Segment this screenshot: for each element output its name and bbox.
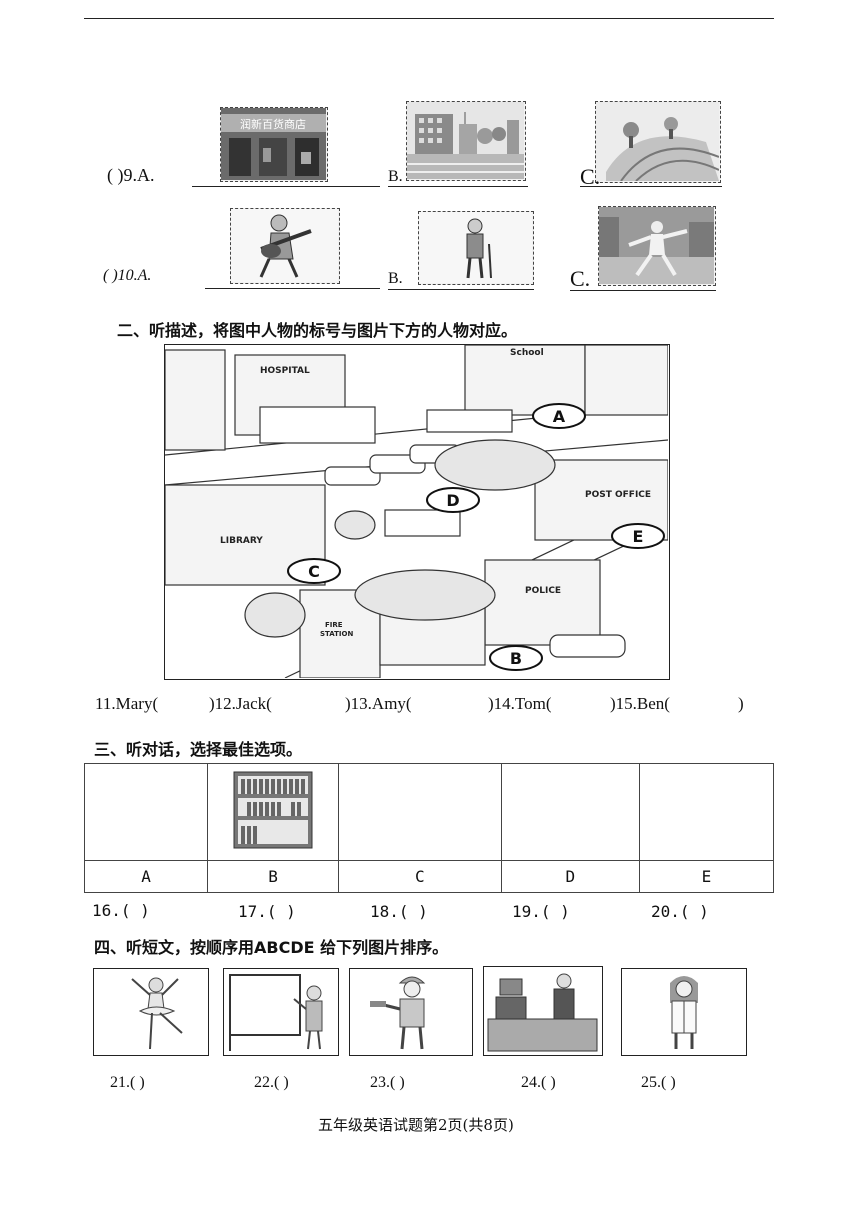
marker-d: D bbox=[446, 491, 459, 510]
option-b-label: B bbox=[207, 860, 339, 893]
marker-e-ring bbox=[611, 523, 665, 549]
option-a-label: A bbox=[83, 860, 209, 893]
q10-option-b-label: B. bbox=[388, 270, 403, 287]
option-b-image-cell bbox=[207, 763, 339, 861]
q18-answer: 18.( ) bbox=[370, 902, 428, 921]
marker-b-ring bbox=[489, 645, 543, 671]
picture-worker-with-drill bbox=[349, 968, 473, 1056]
q9-answer-line-a bbox=[192, 186, 380, 187]
q10-answer-line-c bbox=[570, 290, 716, 291]
picture-doctor bbox=[621, 968, 747, 1056]
q9-option-c-image bbox=[595, 101, 721, 183]
q9-option-b-label: B. bbox=[388, 168, 403, 185]
q22-answer: 22.( ) bbox=[254, 1074, 289, 1091]
section-4-heading: 四、听短文，按顺序用ABCDE 给下列图片排序。 bbox=[94, 938, 449, 957]
town-map-illustration: HOSPITAL School LIBRARY POST OFFICE POLI… bbox=[164, 344, 670, 680]
q15-ben: )15.Ben( bbox=[610, 694, 670, 713]
q17-answer: 17.( ) bbox=[238, 902, 296, 921]
q10-option-a-image bbox=[230, 208, 340, 284]
option-c-image-cell bbox=[337, 763, 502, 861]
shop-sign-text: 润新百货商店 bbox=[240, 117, 306, 131]
q11-mary: 11.Mary( bbox=[95, 694, 159, 713]
option-d-label: D bbox=[500, 860, 640, 893]
q10-option-c-label: C. bbox=[570, 266, 591, 291]
q24-answer: 24.( ) bbox=[521, 1074, 556, 1091]
q25-answer: 25.( ) bbox=[641, 1074, 676, 1091]
q10-option-b-image bbox=[418, 211, 534, 285]
marker-a: A bbox=[553, 407, 566, 426]
q14-tom: )14.Tom( bbox=[488, 694, 552, 713]
map-label-police: POLICE bbox=[525, 586, 561, 596]
section-3-options-table: A B C D E bbox=[83, 763, 775, 893]
q15-close-paren: ) bbox=[738, 694, 744, 713]
q19-answer: 19.( ) bbox=[512, 902, 570, 921]
q10-answer-line-a bbox=[205, 288, 380, 289]
q23-answer: 23.( ) bbox=[370, 1074, 405, 1091]
q9-answer-line-b bbox=[388, 186, 528, 187]
top-rule bbox=[84, 18, 774, 19]
q10-prefix: ( )10.A. bbox=[103, 267, 152, 284]
q9-option-b-image bbox=[406, 101, 526, 181]
q13-amy: )13.Amy( bbox=[345, 694, 412, 713]
q16-answer: 16.( ) bbox=[92, 901, 150, 920]
option-e-image-cell bbox=[638, 763, 775, 861]
map-label-school: School bbox=[510, 348, 544, 358]
map-label-station: STATION bbox=[320, 630, 353, 638]
section-3-heading: 三、听对话，选择最佳选项。 bbox=[94, 740, 303, 759]
marker-d-ring bbox=[426, 487, 480, 513]
q9-answer-line-c bbox=[580, 186, 722, 187]
page-footer: 五年级英语试题第2页(共8页) bbox=[318, 1116, 514, 1134]
picture-teacher-at-board bbox=[223, 968, 339, 1056]
q9-option-c-label: C. bbox=[580, 164, 601, 189]
marker-c-ring bbox=[287, 558, 341, 584]
q9-prefix: ( )9.A. bbox=[107, 165, 155, 185]
q21-answer: 21.( ) bbox=[110, 1074, 145, 1091]
map-label-post-office: POST OFFICE bbox=[585, 490, 651, 500]
marker-e: E bbox=[633, 527, 644, 546]
q20-answer: 20.( ) bbox=[651, 902, 709, 921]
bookshelf-icon bbox=[233, 771, 313, 849]
marker-b: B bbox=[510, 649, 522, 668]
map-label-fire: FIRE bbox=[325, 621, 343, 629]
option-e-label: E bbox=[638, 860, 775, 893]
q9-option-a-image: 润新百货商店 bbox=[220, 107, 328, 182]
q12-jack: )12.Jack( bbox=[209, 694, 272, 713]
picture-ballet-dancer bbox=[93, 968, 209, 1056]
option-c-label: C bbox=[337, 860, 502, 893]
marker-c: C bbox=[308, 562, 320, 581]
q10-answer-line-b bbox=[388, 289, 534, 290]
option-d-image-cell bbox=[500, 763, 640, 861]
section-2-heading: 二、听描述，将图中人物的标号与图片下方的人物对应。 bbox=[117, 321, 518, 340]
map-label-library: LIBRARY bbox=[220, 536, 263, 546]
picture-cashier-at-counter bbox=[483, 966, 603, 1056]
map-label-hospital: HOSPITAL bbox=[260, 366, 310, 376]
q10-option-c-image bbox=[598, 206, 716, 286]
marker-a-ring bbox=[532, 403, 586, 429]
option-a-image-cell bbox=[83, 763, 209, 861]
